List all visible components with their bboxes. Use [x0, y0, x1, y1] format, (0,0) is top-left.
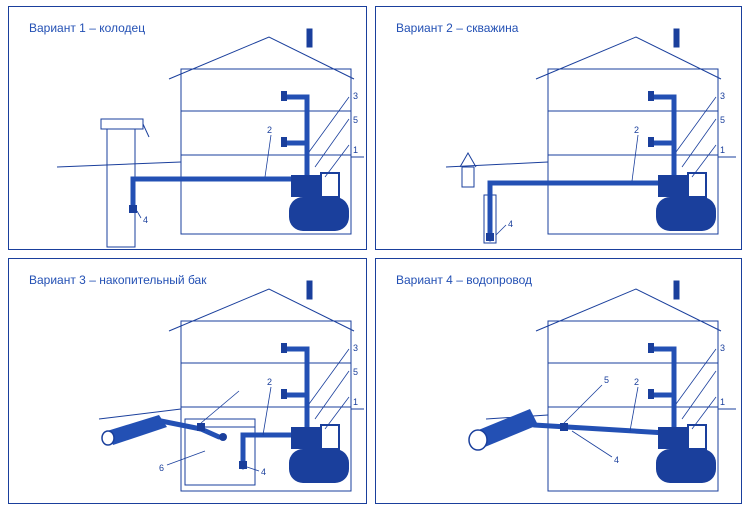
label-3: 3	[720, 91, 725, 101]
label-5: 5	[353, 367, 358, 377]
label-1: 1	[353, 145, 358, 155]
label-5: 5	[720, 115, 725, 125]
label-4: 4	[508, 219, 513, 229]
suction-pipe	[130, 176, 302, 210]
storage-tank	[184, 418, 256, 486]
riser-pipe	[281, 94, 310, 178]
house-roof	[168, 36, 355, 80]
label-2: 2	[634, 125, 639, 135]
panel-variant-2: Вариант 2 – скважина	[375, 6, 742, 250]
label-1: 1	[353, 397, 358, 407]
pressure-tank	[289, 197, 349, 231]
panel-variant-1: Вариант 1 – колодец	[8, 6, 367, 250]
faucet-top	[281, 91, 287, 101]
panel-variant-4: Вариант 4 – водопровод	[375, 258, 742, 504]
label-3: 3	[353, 91, 358, 101]
house-wall	[180, 68, 352, 235]
panel-title: Вариант 1 – колодец	[29, 21, 146, 35]
label-2: 2	[634, 377, 639, 387]
chimney	[306, 28, 313, 48]
label-3: 3	[720, 343, 725, 353]
label-4: 4	[143, 215, 148, 225]
water-main	[468, 409, 538, 451]
label-1: 1	[720, 145, 725, 155]
well-roof	[100, 118, 144, 130]
label-3: 3	[353, 343, 358, 353]
panel-variant-3: Вариант 3 – накопительный бак	[8, 258, 367, 504]
label-4: 4	[614, 455, 619, 465]
variant-4-diagram: 1 2 3 4 5	[468, 280, 736, 492]
label-4: 4	[261, 467, 266, 477]
faucet-mid	[281, 137, 287, 147]
float-valve	[219, 433, 227, 441]
borehole-cover	[459, 151, 477, 168]
shutoff-valve	[560, 423, 568, 431]
label-5: 5	[604, 375, 609, 385]
label-2: 2	[267, 377, 272, 387]
pump	[291, 175, 325, 197]
variant-1-diagram: 1 2 3 4 5	[56, 28, 364, 248]
panel-title: Вариант 3 – накопительный бак	[29, 273, 207, 287]
label-1: 1	[720, 397, 725, 407]
label-2: 2	[267, 125, 272, 135]
label-6: 6	[159, 463, 164, 473]
variant-2-diagram: 1 2 3 4 5	[445, 28, 736, 244]
panel-title: Вариант 2 – скважина	[396, 21, 519, 35]
panel-title: Вариант 4 – водопровод	[396, 273, 533, 287]
check-valve	[129, 205, 137, 213]
variant-3-diagram: 1 2 3 4 5 6	[98, 280, 364, 492]
label-5: 5	[353, 115, 358, 125]
pump-motor	[320, 172, 340, 198]
supply-main	[101, 415, 167, 446]
